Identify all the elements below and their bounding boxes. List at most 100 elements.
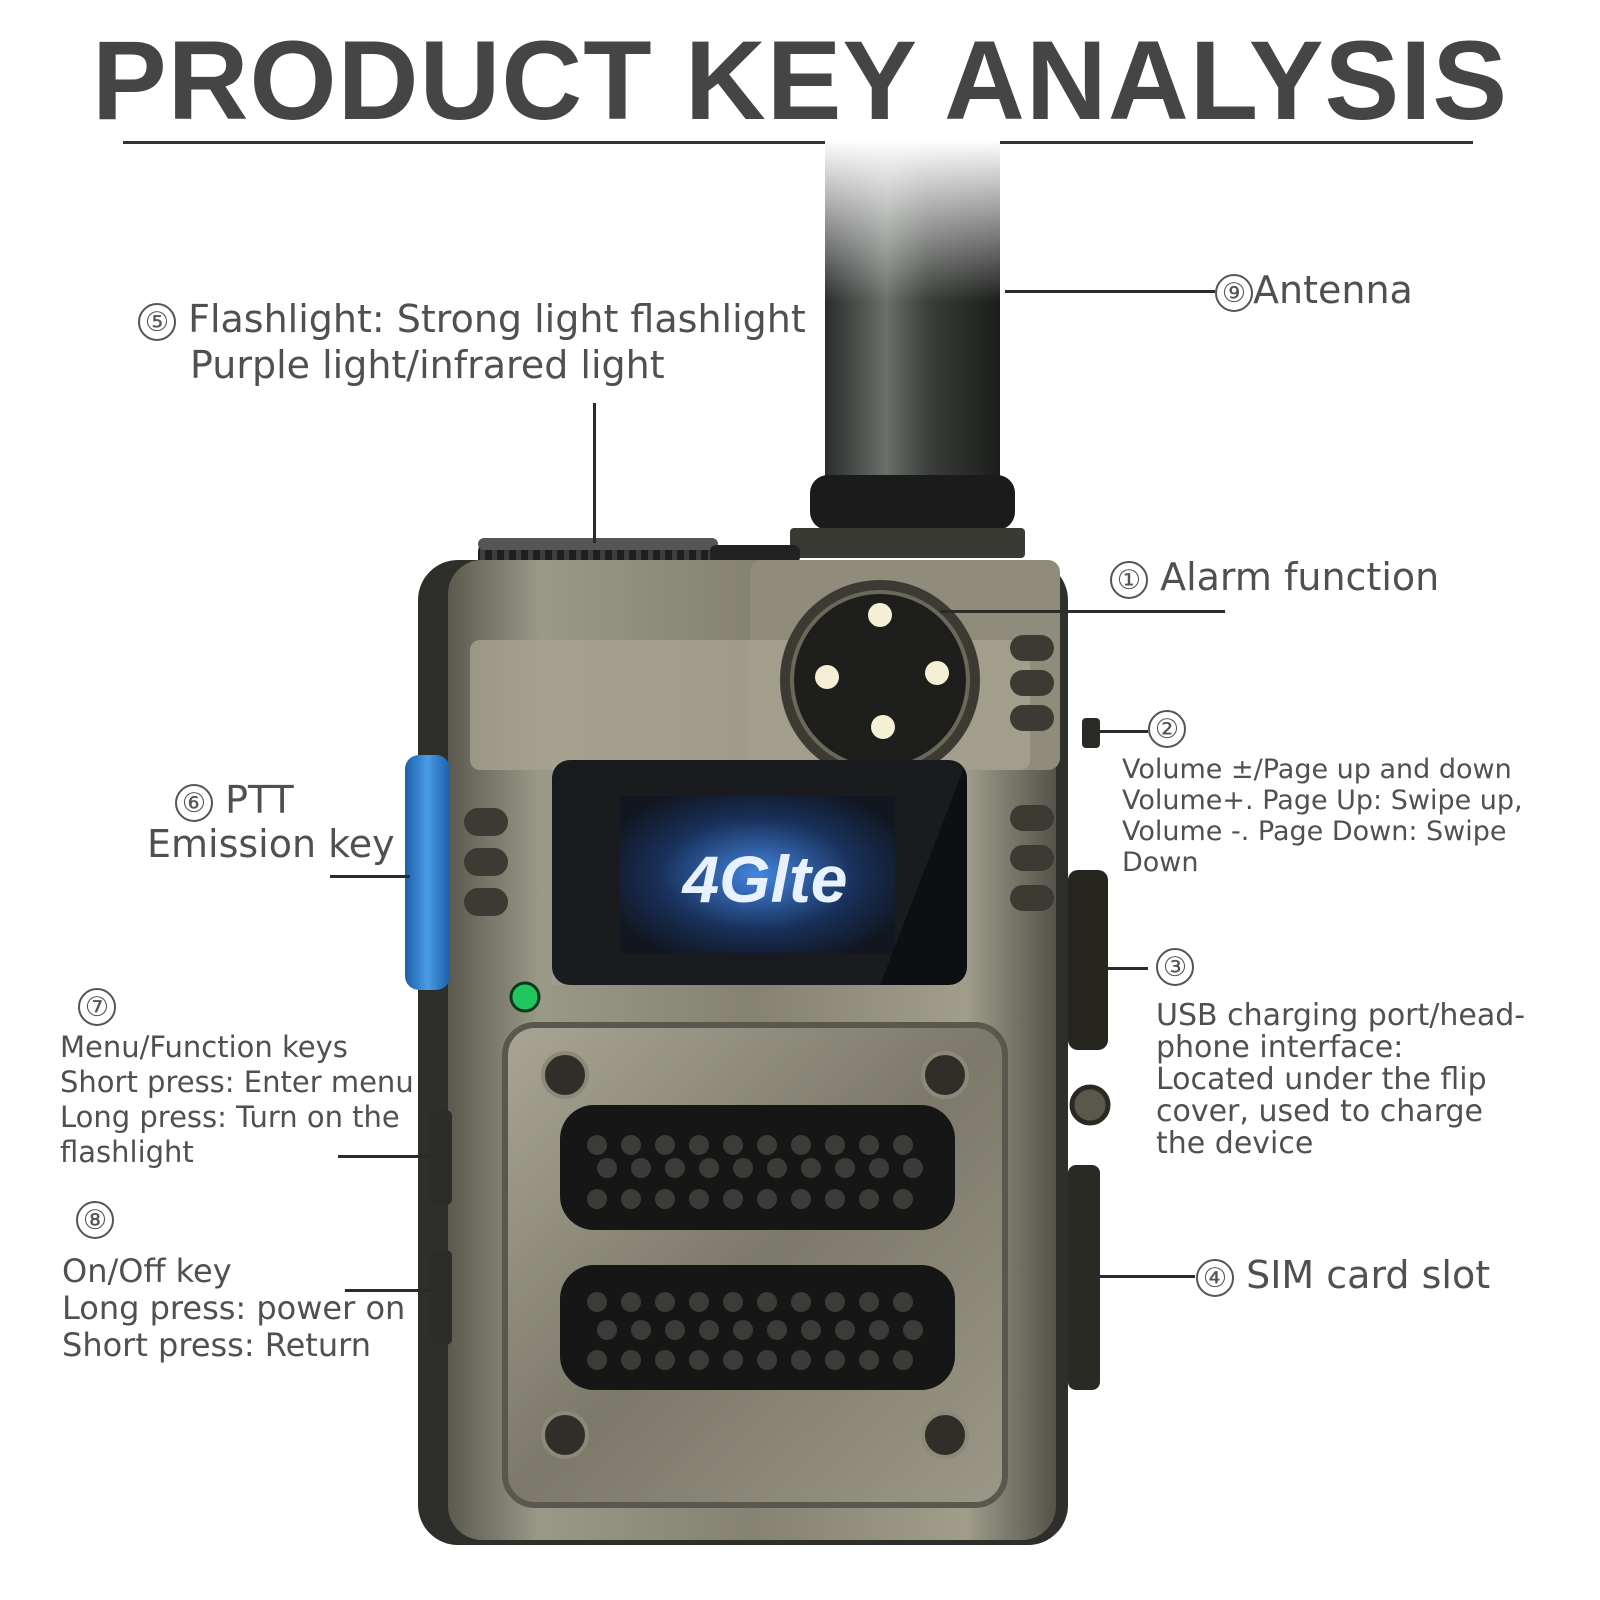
menu-key	[430, 1110, 452, 1205]
grille-hole	[723, 1189, 743, 1209]
grille-hole	[825, 1189, 845, 1209]
callout-detail: flashlight	[60, 1135, 194, 1169]
grille-hole	[801, 1320, 821, 1340]
grille-hole	[597, 1158, 617, 1178]
antenna	[790, 140, 1025, 558]
callout-detail: the device	[1156, 1126, 1314, 1161]
display-screen	[552, 760, 967, 985]
title-underline	[123, 141, 1473, 144]
grille-hole	[723, 1292, 743, 1312]
grille-hole	[655, 1189, 675, 1209]
grille-hole	[757, 1350, 777, 1370]
grille-hole	[621, 1135, 641, 1155]
left-grip-slots	[464, 808, 508, 916]
grille-hole	[733, 1320, 753, 1340]
grille-hole	[689, 1292, 709, 1312]
grille-hole	[859, 1350, 879, 1370]
grille-hole	[597, 1320, 617, 1340]
grille-hole	[825, 1135, 845, 1155]
grille-hole	[869, 1158, 889, 1178]
grille-hole	[665, 1320, 685, 1340]
callout-detail: Located under the flip	[1156, 1062, 1487, 1097]
callout-number: ⑧	[76, 1201, 114, 1239]
callout-detail: Purple light/infrared light	[190, 343, 665, 387]
callout-number: ②	[1148, 710, 1186, 748]
grille-hole	[893, 1135, 913, 1155]
grille-hole	[699, 1320, 719, 1340]
grille-hole	[767, 1158, 787, 1178]
grille-hole	[835, 1158, 855, 1178]
grille-hole	[825, 1350, 845, 1370]
grille-hole	[757, 1189, 777, 1209]
grille-hole	[665, 1158, 685, 1178]
grille-hole	[655, 1350, 675, 1370]
callout-detail: Short press: Return	[62, 1326, 371, 1364]
callout-label: Menu/Function keys	[60, 1030, 348, 1064]
grille-hole	[587, 1189, 607, 1209]
callout-number: ③	[1156, 948, 1194, 986]
page-title: PRODUCT KEY ANALYSIS	[91, 18, 1509, 143]
screen-logo: 4Glte	[680, 842, 847, 916]
grille-hole	[893, 1292, 913, 1312]
grille-hole	[859, 1292, 879, 1312]
power-key	[430, 1250, 452, 1345]
callout-menu: ⑦ Menu/Function keys Short press: Enter …	[60, 988, 414, 1170]
menu-leader	[338, 1155, 433, 1158]
grille-hole	[631, 1158, 651, 1178]
callout-alarm: ① Alarm function	[1110, 555, 1439, 599]
grille-hole	[835, 1320, 855, 1340]
grille-hole	[859, 1135, 879, 1155]
callout-label: PTT	[225, 778, 294, 822]
callout-volume: ② Volume ±/Page up and down Volume+. Pag…	[1122, 710, 1523, 878]
grille-hole	[757, 1292, 777, 1312]
callout-detail: Volume+. Page Up: Swipe up,	[1122, 785, 1523, 816]
alarm-light	[780, 580, 980, 780]
callout-detail: Long press: power on	[62, 1289, 406, 1327]
grille-hole	[689, 1189, 709, 1209]
grille-hole	[621, 1292, 641, 1312]
callout-detail: Volume -. Page Down: Swipe	[1122, 816, 1507, 847]
ptt-leader	[330, 875, 410, 878]
ptt-key	[405, 755, 450, 990]
grille-hole	[791, 1189, 811, 1209]
callout-number: ④	[1196, 1258, 1234, 1297]
grille-hole	[699, 1158, 719, 1178]
callout-label: Antenna	[1253, 268, 1413, 312]
callout-label: Alarm function	[1160, 555, 1440, 599]
sim-leader	[1100, 1275, 1195, 1278]
grille-hole	[689, 1350, 709, 1370]
callout-detail: Short press: Enter menu	[60, 1065, 414, 1099]
grille-hole	[655, 1292, 675, 1312]
grille-hole	[903, 1158, 923, 1178]
callout-number: ⑦	[78, 988, 116, 1026]
usb-leader	[1108, 967, 1148, 970]
grille-hole	[757, 1135, 777, 1155]
power-leader	[345, 1289, 433, 1292]
grille-hole	[587, 1135, 607, 1155]
callout-label: Flashlight: Strong light flashlight	[188, 297, 806, 341]
volume-leader	[1098, 730, 1148, 733]
callout-ptt: ⑥ PTT Emission key	[147, 778, 395, 866]
callout-usb: ③ USB charging port/head- phone interfac…	[1156, 948, 1525, 1160]
faceplate-screws	[541, 1051, 969, 1459]
usb-flip-cover	[1068, 870, 1108, 1050]
callout-detail: phone interface:	[1156, 1030, 1404, 1065]
callout-number: ⑥	[175, 783, 213, 822]
grille-hole	[893, 1350, 913, 1370]
right-grip-slots	[1010, 635, 1054, 911]
grille-hole	[903, 1320, 923, 1340]
grille-hole	[689, 1135, 709, 1155]
callout-detail: Long press: Turn on the	[60, 1100, 400, 1134]
callout-number: ⑤	[138, 302, 176, 341]
grille-hole	[587, 1292, 607, 1312]
callout-label: On/Off key	[62, 1252, 232, 1290]
grille-hole	[791, 1135, 811, 1155]
cover-hinge	[1069, 1084, 1111, 1126]
grille-hole	[621, 1189, 641, 1209]
alarm-leader	[940, 610, 1225, 613]
grille-hole	[733, 1158, 753, 1178]
flashlight-leader	[593, 403, 596, 543]
grille-hole	[587, 1350, 607, 1370]
callout-number: ①	[1110, 560, 1148, 599]
